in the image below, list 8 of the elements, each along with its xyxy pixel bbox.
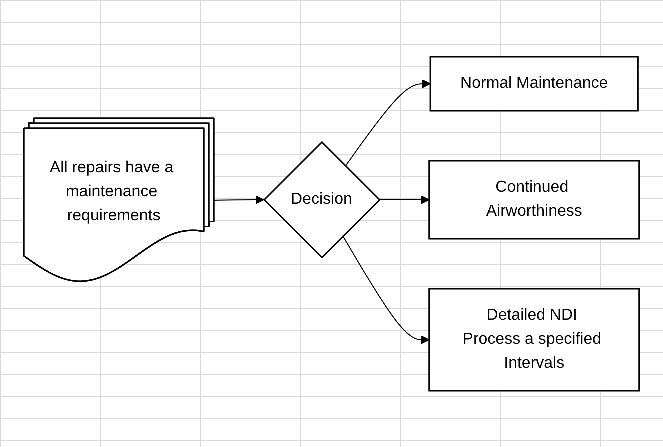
node-box: Normal Maintenance <box>430 56 639 112</box>
arrow <box>345 79 431 166</box>
node-diamond: Decision <box>263 140 381 258</box>
node-box: Continued Airworthiness <box>428 160 640 240</box>
arrow <box>342 235 430 344</box>
arrow <box>378 195 430 204</box>
node-box: Detailed NDI Process a specified Intervals <box>428 288 640 392</box>
arrow <box>214 195 264 204</box>
